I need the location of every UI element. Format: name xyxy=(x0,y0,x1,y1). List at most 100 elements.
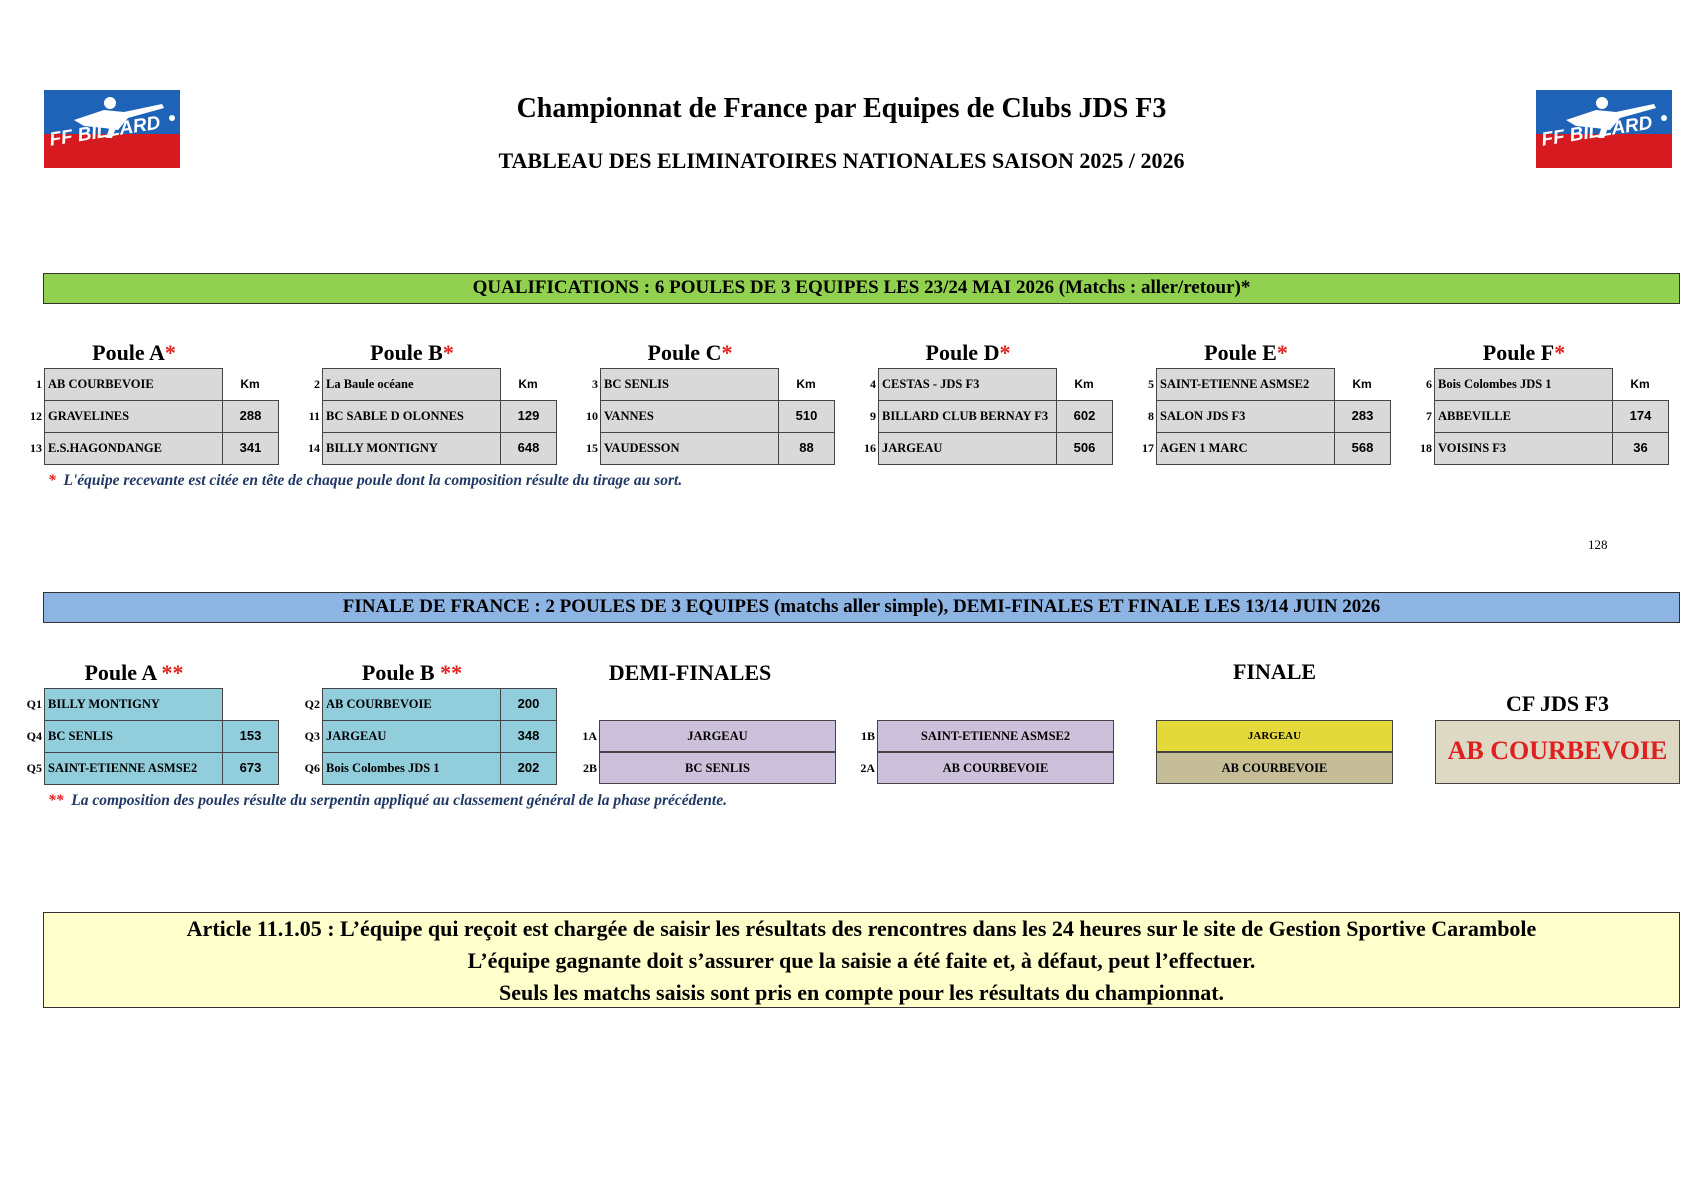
finale-title: FINALE xyxy=(1232,659,1317,684)
team-seed: 6 xyxy=(1426,377,1432,391)
demi2-top-num: 1B xyxy=(860,729,875,743)
demi1-bottom-team: BC SENLIS xyxy=(599,752,836,784)
team-seed: 3 xyxy=(592,377,598,391)
poule-name: Poule F xyxy=(1482,340,1555,365)
team-seed: 7 xyxy=(1426,409,1432,423)
champion-title: CF JDS F3 xyxy=(1505,691,1610,716)
team-name: SAINT-ETIENNE ASMSE2 xyxy=(1156,368,1335,401)
team-seed: 16 xyxy=(864,441,876,455)
poule-name: Poule A xyxy=(92,340,165,365)
km-header: Km xyxy=(1630,377,1650,391)
team-name: BC SABLE D OLONNES xyxy=(322,400,501,433)
team-qualifier: Q2 xyxy=(304,697,320,711)
poule-name: Poule D xyxy=(925,340,1000,365)
team-name: BILLARD CLUB BERNAY F3 xyxy=(878,400,1057,433)
poule-mark: * xyxy=(721,340,733,365)
team-name: VOISINS F3 xyxy=(1434,432,1613,465)
poule-title: Poule B* xyxy=(322,340,502,366)
ffbillard-logo-left: FF BILLARD xyxy=(44,90,180,168)
team-name: E.S.HAGONDANGE xyxy=(44,432,223,465)
finale-top-team: JARGEAU xyxy=(1156,720,1393,752)
team-seed: 13 xyxy=(30,441,42,455)
finale-bottom-team: AB COURBEVOIE xyxy=(1156,752,1393,784)
champion-team: AB COURBEVOIE xyxy=(1435,720,1680,784)
poule-mark: * xyxy=(1554,340,1566,365)
ffbillard-logo-right: FF BILLARD xyxy=(1536,90,1672,168)
final-poule-title: Poule A ** xyxy=(44,660,224,686)
team-name: BC SENLIS xyxy=(44,720,223,753)
billiard-player-icon xyxy=(74,97,175,138)
team-name: BC SENLIS xyxy=(600,368,779,401)
poule-name: Poule E xyxy=(1204,340,1277,365)
poule-name: Poule A xyxy=(84,660,156,685)
team-seed: 9 xyxy=(870,409,876,423)
team-name: ABBEVILLE xyxy=(1434,400,1613,433)
poule-mark: * xyxy=(1276,340,1288,365)
page-number: 128 xyxy=(1588,537,1608,552)
team-name: SAINT-ETIENNE ASMSE2 xyxy=(44,752,223,785)
team-seed: 10 xyxy=(586,409,598,423)
team-seed: 17 xyxy=(1142,441,1154,455)
qualifications-banner: QUALIFICATIONS : 6 POULES DE 3 EQUIPES L… xyxy=(43,273,1680,304)
team-seed: 12 xyxy=(30,409,42,423)
poule-title: Poule A* xyxy=(44,340,224,366)
team-seed: 18 xyxy=(1420,441,1432,455)
demi1-top-num: 1A xyxy=(582,729,597,743)
poule-title: Poule E* xyxy=(1156,340,1336,366)
km-header: Km xyxy=(518,377,538,391)
team-name: Bois Colombes JDS 1 xyxy=(322,752,501,785)
team-km: 568 xyxy=(1334,432,1391,465)
team-name: SALON JDS F3 xyxy=(1156,400,1335,433)
demi1-top-team: JARGEAU xyxy=(599,720,836,752)
poule-name: Poule B xyxy=(361,660,435,685)
article-line-2: L’équipe gagnante doit s’assurer que la … xyxy=(467,948,1256,973)
team-name: La Baule océane xyxy=(322,368,501,401)
team-km: 341 xyxy=(222,432,279,465)
km-header: Km xyxy=(1074,377,1094,391)
team-km: 648 xyxy=(500,432,557,465)
page-subtitle: TABLEAU DES ELIMINATOIRES NATIONALES SAI… xyxy=(498,148,1185,173)
team-name: JARGEAU xyxy=(878,432,1057,465)
team-name: AB COURBEVOIE xyxy=(44,368,223,401)
team-km: 288 xyxy=(222,400,279,433)
finale-note: ** La composition des poules résulte du … xyxy=(48,792,727,809)
team-seed: 5 xyxy=(1148,377,1154,391)
article-line-1: Article 11.1.05 : L’équipe qui reçoit es… xyxy=(186,916,1537,941)
team-name: BILLY MONTIGNY xyxy=(44,688,223,721)
km-header: Km xyxy=(796,377,816,391)
team-name: AGEN 1 MARC xyxy=(1156,432,1335,465)
poule-name: Poule C xyxy=(647,340,722,365)
final-poule-title: Poule B ** xyxy=(322,660,502,686)
poule-mark: * xyxy=(999,340,1011,365)
team-qualifier: Q3 xyxy=(304,729,320,743)
team-qualifier: Q4 xyxy=(26,729,42,743)
km-header: Km xyxy=(1352,377,1372,391)
demi1-bottom-num: 2B xyxy=(582,761,597,775)
demi-finales-title: DEMI-FINALES xyxy=(608,660,772,685)
team-km: 200 xyxy=(500,688,557,721)
poule-title: Poule D* xyxy=(878,340,1058,366)
team-km: 36 xyxy=(1612,432,1669,465)
poule-mark: * xyxy=(164,340,176,365)
poule-name: Poule B xyxy=(370,340,443,365)
poule-mark: ** xyxy=(440,660,463,685)
team-km: 153 xyxy=(222,720,279,753)
team-name: AB COURBEVOIE xyxy=(322,688,501,721)
team-km: 283 xyxy=(1334,400,1391,433)
page-title: Championnat de France par Equipes de Clu… xyxy=(516,93,1167,124)
team-name: VAUDESSON xyxy=(600,432,779,465)
team-name: JARGEAU xyxy=(322,720,501,753)
km-header: Km xyxy=(240,377,260,391)
team-km: 129 xyxy=(500,400,557,433)
team-km: 506 xyxy=(1056,432,1113,465)
demi2-bottom-team: AB COURBEVOIE xyxy=(877,752,1114,784)
team-seed: 15 xyxy=(586,441,598,455)
team-name: VANNES xyxy=(600,400,779,433)
team-name: GRAVELINES xyxy=(44,400,223,433)
team-km: 602 xyxy=(1056,400,1113,433)
team-km: 202 xyxy=(500,752,557,785)
team-km: 174 xyxy=(1612,400,1669,433)
team-seed: 1 xyxy=(36,377,42,391)
finale-banner: FINALE DE FRANCE : 2 POULES DE 3 EQUIPES… xyxy=(43,592,1680,623)
team-km: 348 xyxy=(500,720,557,753)
